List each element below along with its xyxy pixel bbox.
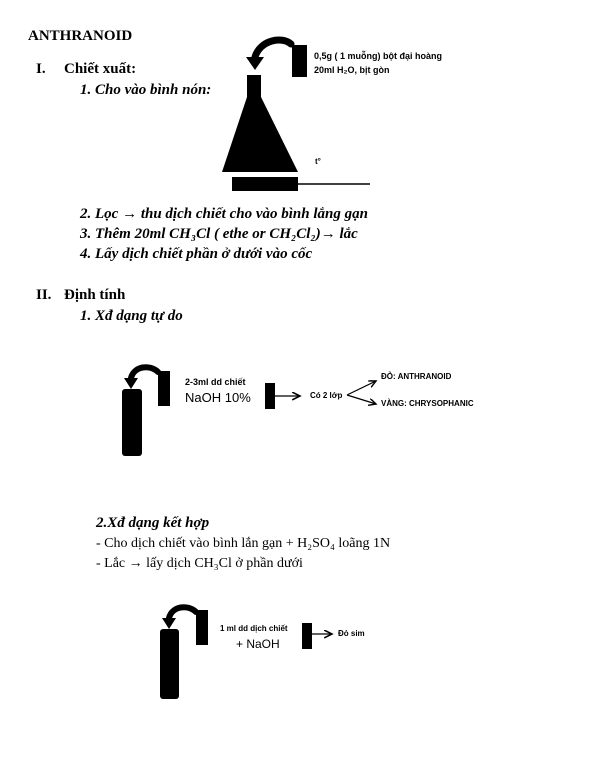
tube-1-bracket-icon bbox=[158, 371, 170, 406]
result-final: Đỏ sim bbox=[338, 629, 365, 638]
branch-red-arrow-icon bbox=[346, 381, 376, 396]
tube-1-label-2: NaOH 10% bbox=[185, 390, 251, 405]
branch-yellow-arrow-icon bbox=[346, 394, 376, 404]
reagent-bracket-icon bbox=[292, 45, 307, 77]
step-3: 3. Thêm 20ml CH₃Cl ( ethe or CH₂Cl₂)→ lắ… bbox=[80, 226, 358, 242]
add-reagent-arrow-icon bbox=[246, 36, 295, 70]
step-4: 4. Lấy dịch chiết phần ở dưới vào cốc bbox=[80, 246, 313, 262]
tube-1-arrow-icon bbox=[124, 364, 161, 389]
subsection-2: 2.Xđ dạng kết hợp bbox=[96, 515, 210, 531]
flask-label-1: 0,5g ( 1 muỗng) bột đại hoàng bbox=[314, 51, 442, 61]
heater-icon bbox=[232, 177, 370, 191]
conical-flask-icon bbox=[222, 75, 298, 172]
section-1-heading: Chiết xuất: bbox=[64, 61, 137, 77]
document-title: ANTHRANOID bbox=[28, 28, 133, 44]
result-red: ĐỎ: ANTHRANOID bbox=[381, 372, 452, 381]
result-1-bracket-icon bbox=[265, 383, 275, 409]
step-2: 2. Lọc → thu dịch chiết cho vào bình lắn… bbox=[80, 206, 368, 222]
test-tube-1-icon bbox=[122, 389, 142, 456]
flask-label-2: 20ml H₂O, bịt gòn bbox=[314, 65, 390, 75]
test-tube-2-icon bbox=[160, 629, 179, 699]
step-1: 1. Cho vào bình nón: bbox=[80, 82, 212, 98]
procedure-line-2: - Lắc → lấy dịch CH₃Cl ở phần dưới bbox=[96, 556, 303, 571]
tube-2-bracket-icon bbox=[196, 610, 208, 645]
tube-1-label-1: 2-3ml dd chiết bbox=[185, 377, 246, 387]
result-yellow: VÀNG: CHRYSOPHANIC bbox=[381, 399, 474, 408]
tube-2-label-2: + NaOH bbox=[236, 637, 280, 651]
section-2-number: II. bbox=[36, 287, 52, 303]
section-2-heading: Định tính bbox=[64, 287, 126, 303]
tube-2-arrow-icon bbox=[162, 604, 199, 629]
layers-label: Có 2 lớp bbox=[310, 391, 343, 400]
result-2-bracket-icon bbox=[302, 623, 312, 649]
subsection-1: 1. Xđ dạng tự do bbox=[80, 308, 183, 324]
heat-label: t° bbox=[315, 157, 321, 166]
tube-2-label-1: 1 ml dd dịch chiết bbox=[220, 624, 288, 633]
procedure-line-1: - Cho dịch chiết vào bình lắn gạn + H₂SO… bbox=[96, 536, 391, 551]
section-1-number: I. bbox=[36, 61, 46, 77]
